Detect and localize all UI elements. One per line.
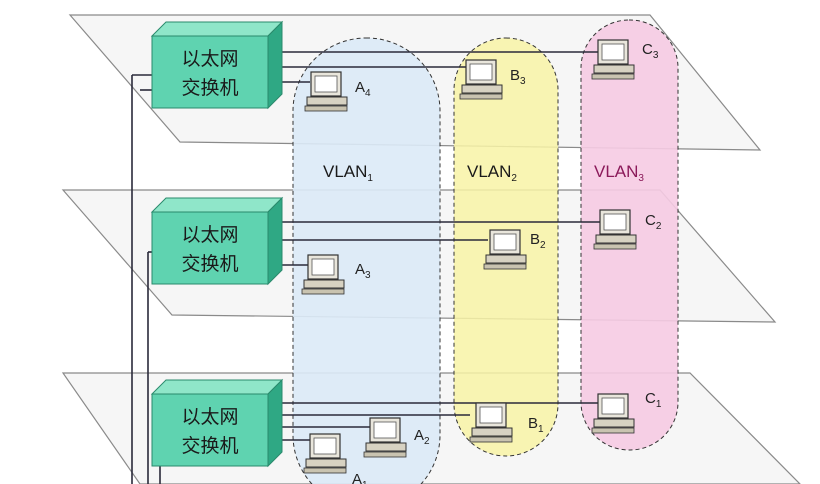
computer-label: A3 — [355, 261, 371, 281]
computer-label: B2 — [530, 231, 546, 251]
computer-label: C1 — [645, 390, 662, 410]
vlan3-label: VLAN3 — [594, 162, 644, 184]
vlan-labels: VLAN1 VLAN2 VLAN3 — [323, 162, 644, 184]
computer: A4 — [304, 71, 371, 112]
vlan1-label: VLAN1 — [323, 162, 373, 184]
computer: A1 — [303, 433, 368, 484]
switch-label-line1: 以太网 — [181, 48, 238, 70]
computer-label: B1 — [528, 415, 544, 435]
vlan2-label: VLAN2 — [467, 162, 517, 184]
computer-label: C2 — [645, 212, 662, 232]
computer-label: A1 — [352, 471, 368, 484]
switch-label-line1: 以太网 — [181, 224, 238, 246]
switch-label-line2: 交换机 — [181, 253, 238, 275]
computer: B1 — [469, 402, 544, 443]
computer-label: A2 — [414, 427, 430, 447]
computer: C2 — [593, 209, 662, 250]
switch-label-line2: 交换机 — [181, 435, 238, 457]
computer-label: C3 — [642, 41, 659, 61]
computer: C1 — [591, 390, 662, 434]
computer: A3 — [301, 254, 371, 295]
switch-label-line1: 以太网 — [181, 406, 238, 428]
computer-label: B3 — [510, 67, 526, 87]
computer: B3 — [459, 59, 526, 100]
vlan1-zone — [292, 37, 441, 484]
computer: B2 — [483, 229, 546, 270]
computer: C3 — [591, 39, 659, 80]
computer: A2 — [363, 417, 430, 458]
switch-label-line2: 交换机 — [181, 77, 238, 99]
computer-label: A4 — [355, 79, 371, 99]
